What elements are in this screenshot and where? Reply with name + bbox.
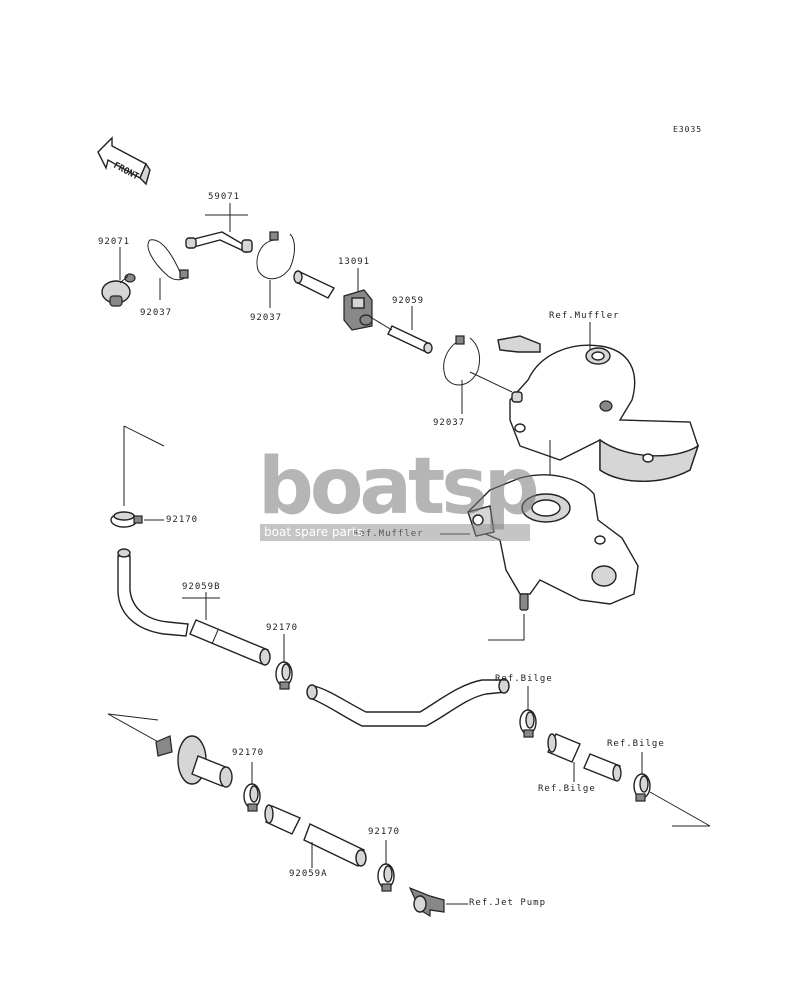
part-13091-bracket: [343, 289, 373, 331]
label-92037-b: 92037: [250, 313, 283, 323]
label-59071: 59071: [208, 192, 241, 202]
muffler-lower: [467, 474, 639, 611]
part-short-hose: [293, 270, 335, 299]
watermark-tagline: boat spare parts: [260, 524, 530, 541]
label-92170-d: 92170: [368, 827, 401, 837]
part-92037-clamp-a: [147, 239, 189, 281]
watermark-logo: boatsp: [258, 442, 540, 532]
part-jet-pump-elbow: [408, 886, 445, 918]
part-92037-clamp-c: [443, 335, 481, 386]
part-92170-clamp-c: [243, 783, 261, 812]
part-92071-plug: [101, 273, 136, 307]
part-59071-elbow: [185, 231, 253, 254]
part-92037-clamp-b: [256, 231, 295, 280]
muffler-upper: [497, 335, 700, 482]
part-bilge-hose: [547, 733, 622, 782]
label-92037-a: 92037: [140, 308, 173, 318]
part-92059b-hose: [117, 548, 271, 666]
label-92170-c: 92170: [232, 748, 265, 758]
part-92170-clamp-a: [110, 511, 143, 528]
part-92170-clamp-b: [275, 661, 293, 690]
label-ref-jet-pump: Ref.Jet Pump: [469, 898, 547, 908]
part-92170-clamp-e: [519, 709, 537, 738]
label-ref-bilge-a: Ref.Bilge: [495, 674, 553, 684]
label-13091: 13091: [338, 257, 371, 267]
label-92037-c: 92037: [433, 418, 466, 428]
label-92170-b: 92170: [266, 623, 299, 633]
label-ref-bilge-c: Ref.Bilge: [538, 784, 596, 794]
part-long-hose: [306, 678, 510, 727]
label-92071: 92071: [98, 237, 131, 247]
label-92059a: 92059A: [289, 869, 328, 879]
label-92059b: 92059B: [182, 582, 221, 592]
label-92170-a: 92170: [166, 515, 199, 525]
part-92170-clamp-f: [633, 773, 651, 802]
label-ref-bilge-b: Ref.Bilge: [607, 739, 665, 749]
part-92059a-hose: [264, 804, 367, 867]
label-92059: 92059: [392, 296, 425, 306]
part-thru-hull-fitting: [155, 735, 233, 788]
front-arrow-icon: [97, 136, 151, 186]
part-92059-hose: [387, 325, 433, 354]
label-ref-muffler-top: Ref.Muffler: [549, 311, 620, 321]
part-92170-clamp-d: [377, 863, 395, 892]
diagram-code: E3035: [673, 125, 703, 134]
